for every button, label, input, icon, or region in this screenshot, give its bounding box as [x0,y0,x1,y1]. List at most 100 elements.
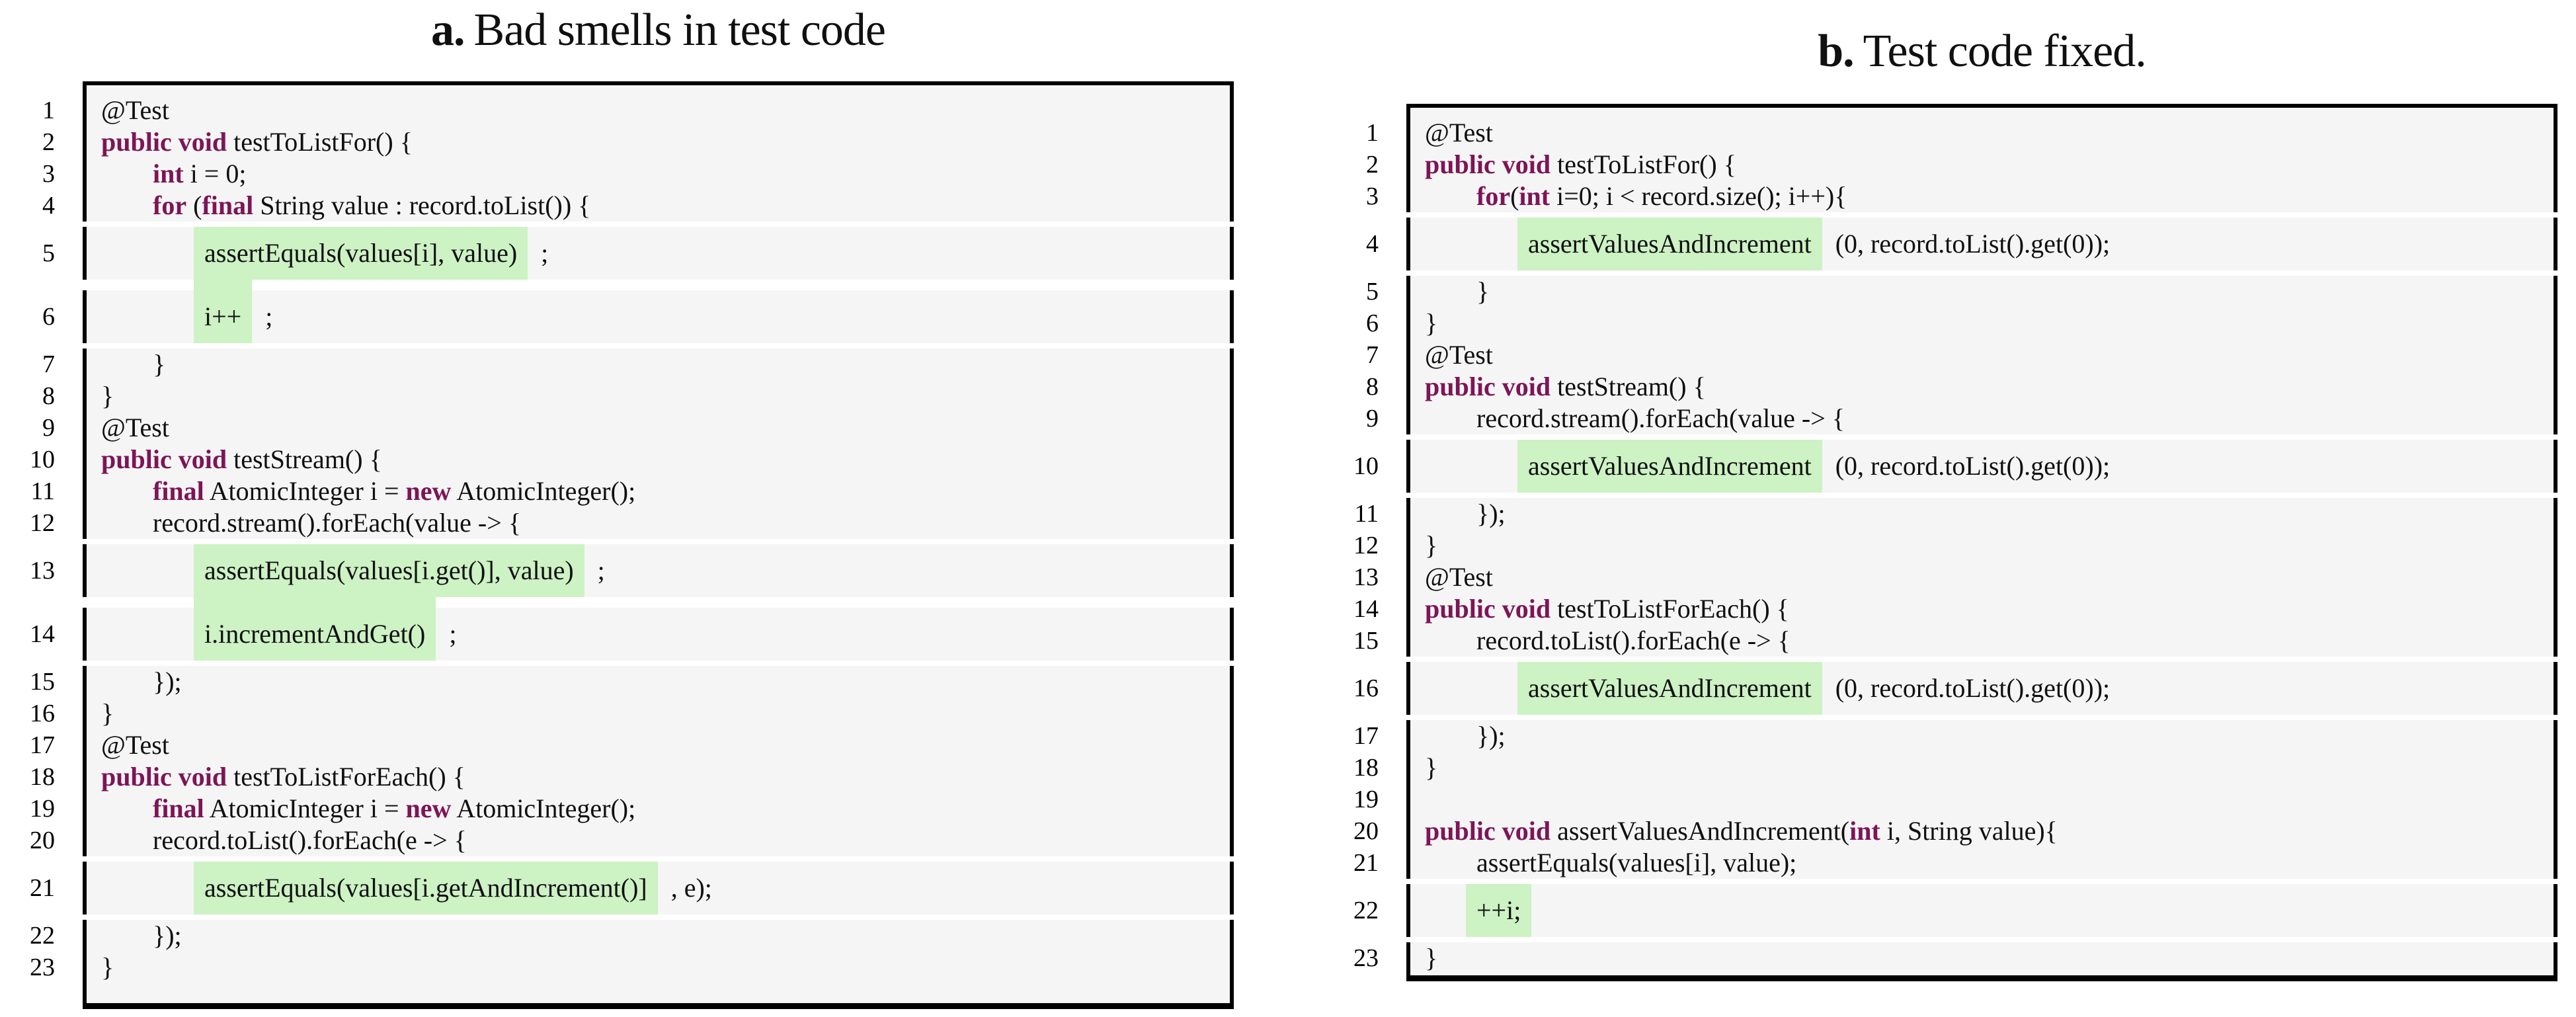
line-number: 9 [42,414,55,442]
code-text: } [83,698,1230,729]
code-text: ++i; [1406,879,2554,942]
code-line: 1@Test [1366,117,2557,149]
code-token: record.toList().forEach(e -> { [153,825,467,855]
highlight-box: i++ [194,280,253,343]
line-number: 6 [1366,309,1379,337]
code-line: 7} [42,348,1234,380]
keyword-token: final [153,476,204,506]
frame-pad-row [83,85,1234,95]
code-line: 9 @Test [42,412,1234,444]
code-text: public void testToListForEach() { [83,761,1230,793]
code-line-content: record.stream().forEach(value -> { [153,510,521,536]
line-number: 22 [1353,897,1379,924]
code-token: @Test [1425,562,1493,592]
code-line: 7@Test [1366,339,2557,371]
line-number: 10 [30,446,55,473]
code-token: @Test [1425,118,1493,147]
code-text: public void testStream() { [83,444,1230,475]
code-text: @Test [83,412,1230,444]
after-highlight-token: (0, record.toList().get(0)); [1835,229,2111,259]
code-token: testToListForEach() { [1550,594,1789,624]
code-line: 22}); [30,920,1234,952]
code-text: assertValuesAndIncrement(0, record.toLis… [1406,657,2554,720]
code-text: } [1406,276,2554,307]
code-text: }); [83,666,1230,698]
line-number: 16 [30,700,55,727]
code-token: } [101,698,114,728]
line-number: 16 [1353,674,1379,702]
code-text: public void testStream() { [1406,371,2554,403]
code-text: assertEquals(values[i.get()], value); [83,539,1230,602]
line-number: 15 [1353,627,1379,655]
line-number: 4 [1366,230,1379,258]
code-text: } [1406,752,2554,784]
keyword-token: public void [1425,816,1551,846]
keyword-token: public void [101,127,227,157]
line-number: 11 [1354,500,1379,528]
code-line-content: ++i; [1466,884,1532,937]
code-text: i++; [83,280,1230,348]
code-line-content: for(int i=0; i < record.size(); i++){ [1476,183,1847,210]
after-highlight-token: ; [597,555,605,585]
keyword-token: public void [101,444,227,474]
code-text: @Test [1406,561,2554,593]
code-line-content: } [1476,278,1489,305]
line-number: 19 [30,795,55,823]
code-line: 16} [30,698,1234,729]
line-number: 21 [30,874,55,902]
code-token: testStream() { [1550,372,1706,401]
code-token: i, String value){ [1880,816,2058,846]
after-highlight-token: ; [541,238,549,268]
code-line: 8} [42,380,1234,412]
code-token: } [1425,753,1438,782]
code-line-content: @Test [1425,120,1493,146]
line-number: 12 [30,509,55,537]
highlight-box: assertEquals(values[i], value) [194,227,528,280]
code-line-content: } [101,954,114,981]
code-line-content: int i = 0; [153,161,246,187]
code-token: } [1425,308,1438,338]
code-token: AtomicInteger(); [451,793,636,823]
line-number: 13 [1353,563,1379,591]
code-line-content: @Test [101,732,169,758]
line-number: 9 [1366,405,1379,432]
code-token: }); [1476,721,1506,751]
code-line: 11}); [1354,498,2557,530]
line-number: 17 [30,731,55,759]
code-line: 13 @Test [1353,561,2557,593]
code-text: assertValuesAndIncrement(0, record.toLis… [1406,212,2554,276]
code-token: ( [1510,181,1519,211]
code-token: record.stream().forEach(value -> { [1476,403,1845,433]
code-text: assertEquals(values[i], value); [83,222,1230,285]
code-text: @Test [83,729,1230,761]
line-number: 1 [42,97,55,124]
code-line-content: } [1425,754,1437,781]
code-line: 17 @Test [30,729,1234,761]
keyword-token: new [405,476,452,506]
code-text: } [83,348,1230,380]
code-text: assertValuesAndIncrement(0, record.toLis… [1406,434,2554,498]
code-text: }); [1406,720,2554,752]
keyword-token: int [153,159,184,188]
code-line-content: @Test [101,415,169,441]
keyword-token: int [1849,816,1880,846]
line-number: 3 [42,160,55,188]
code-text: final AtomicInteger i = new AtomicIntege… [83,475,1230,507]
keyword-token: final [153,793,204,823]
code-line-content: assertEquals(values[i.getAndIncrement()]… [194,862,712,915]
code-token: }); [1476,499,1506,528]
code-line-content: } [1425,310,1437,337]
code-text: } [1406,530,2554,561]
highlight-box: assertValuesAndIncrement [1517,662,1822,715]
code-text: public void testToListFor() { [83,126,1230,158]
